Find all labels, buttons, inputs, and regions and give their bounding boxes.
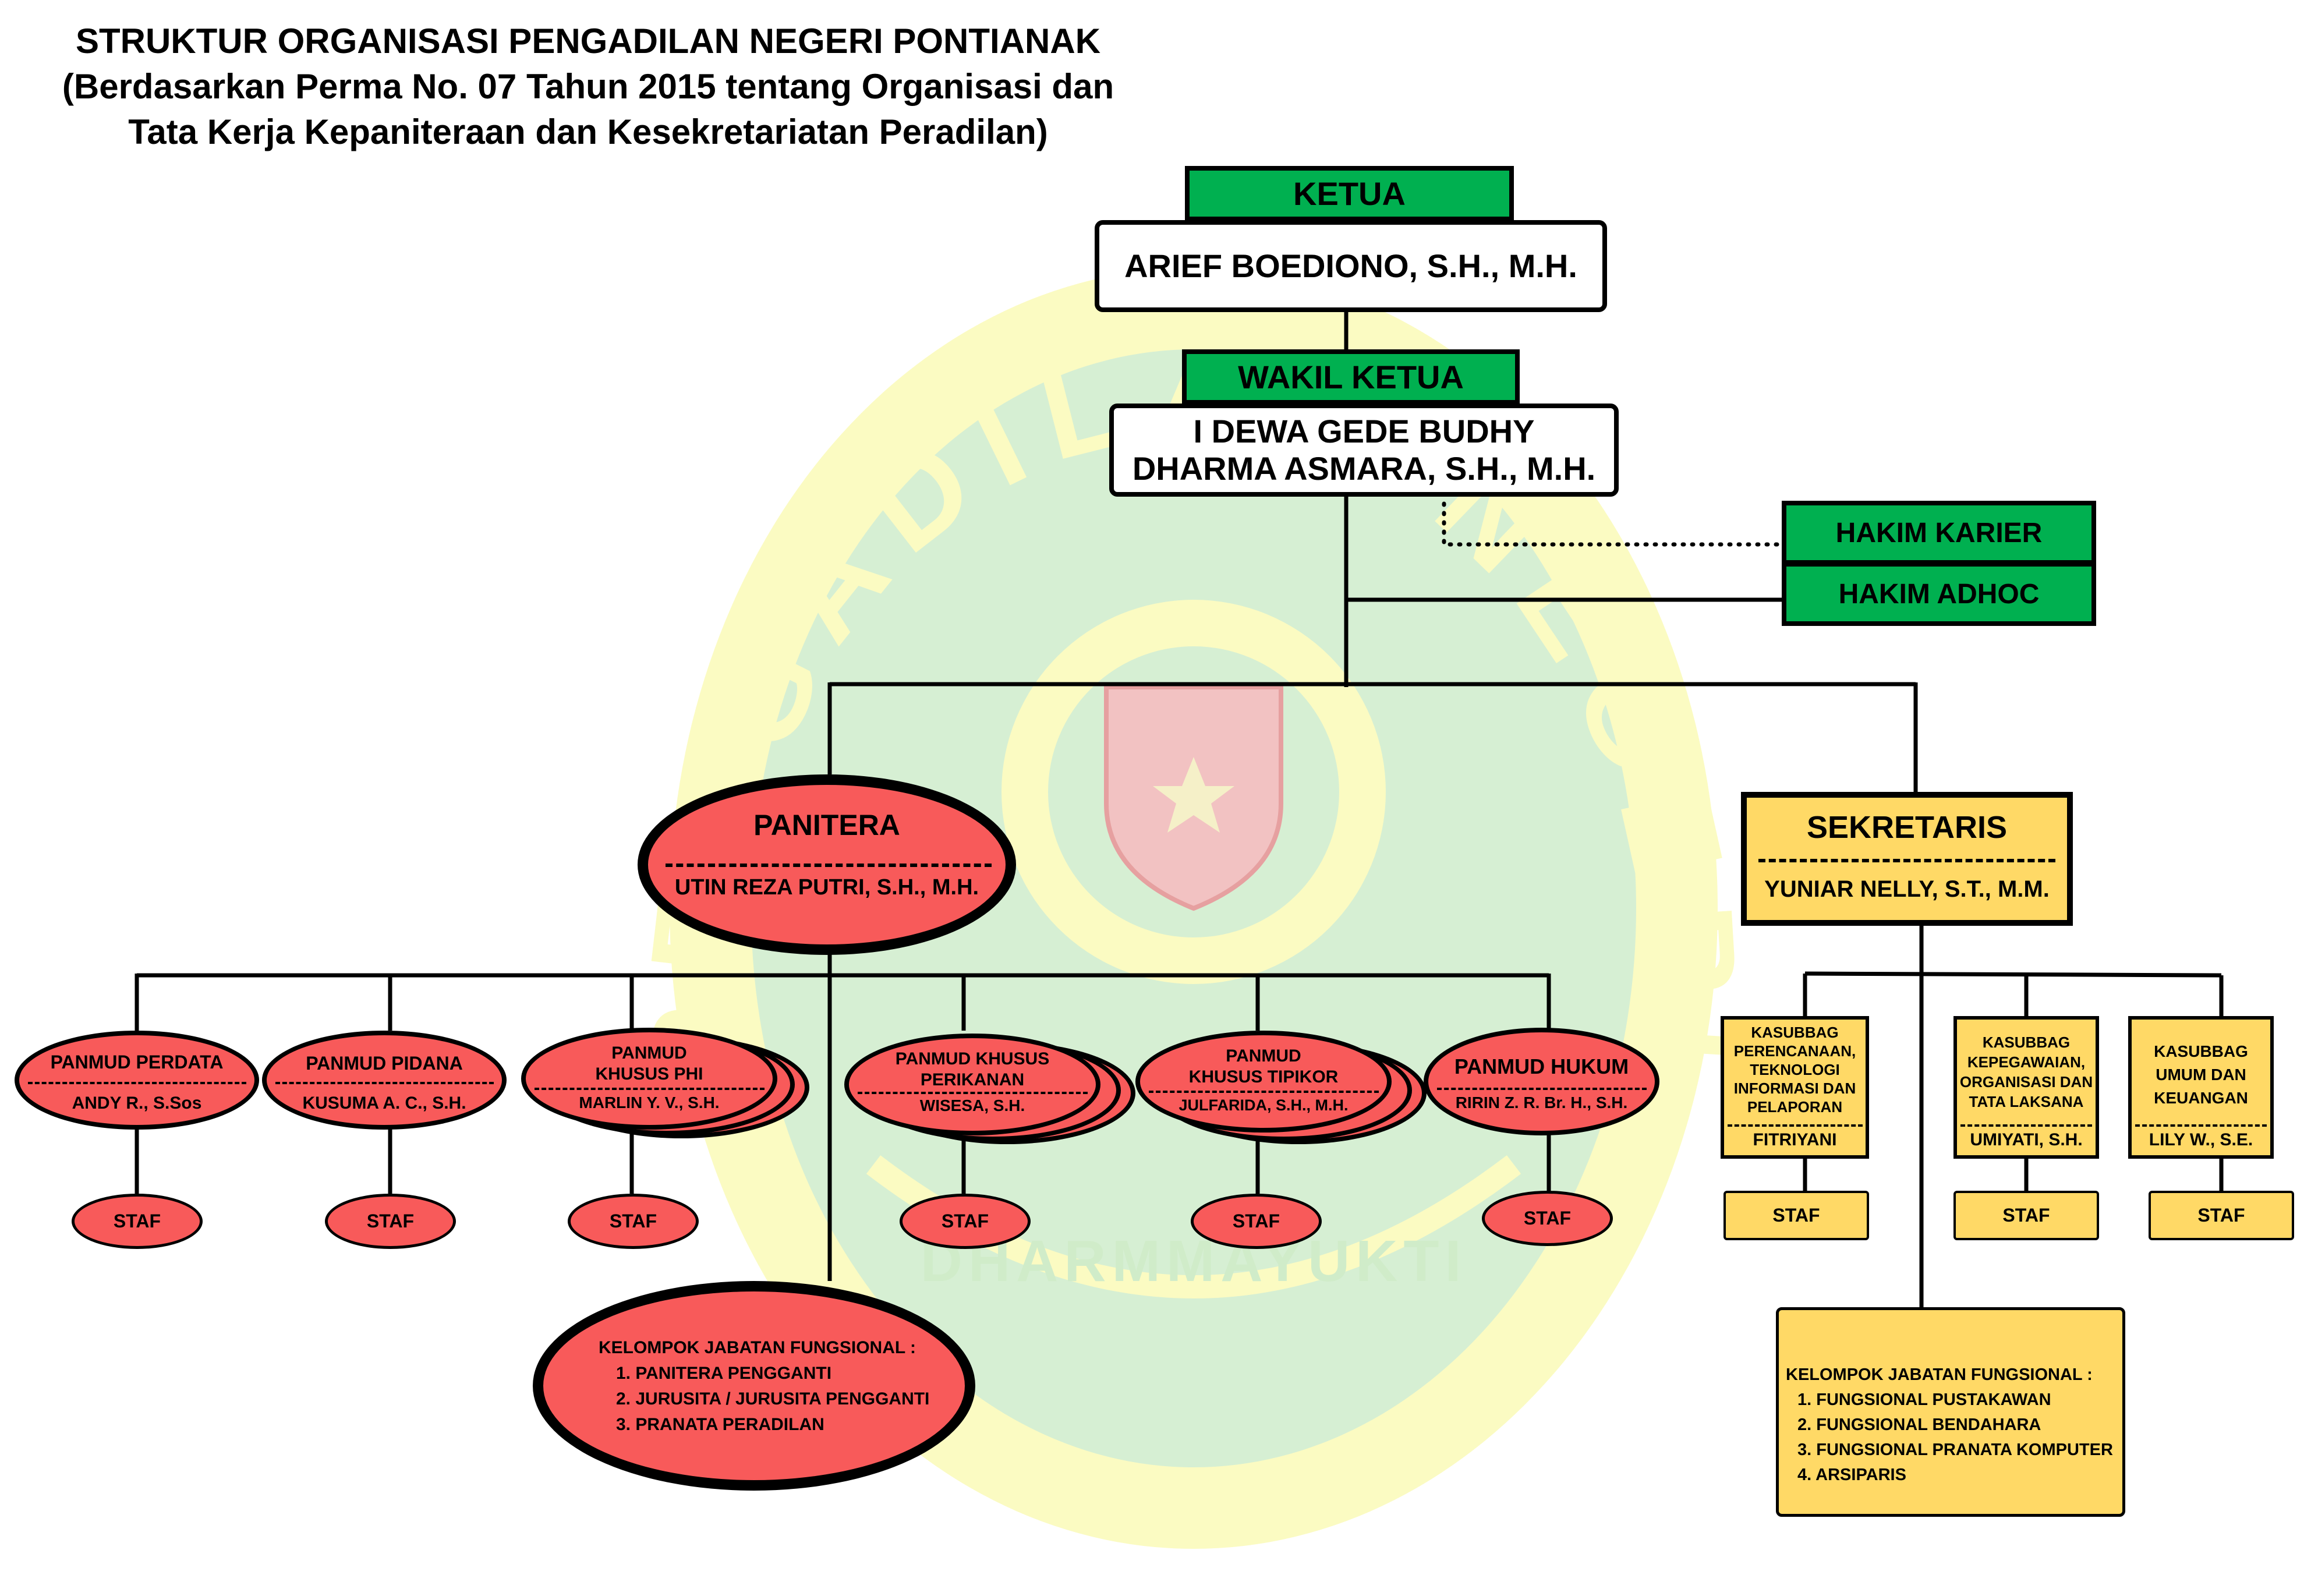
wakil-name-line-2: DHARMA ASMARA, S.H., M.H. (1132, 450, 1596, 487)
hakim-adhoc-box: HAKIM ADHOC (1782, 562, 2096, 626)
panmud-pidana-ellipse: PANMUD PIDANA KUSUMA A. C., S.H. (262, 1031, 507, 1130)
panmud-perdata-ellipse: PANMUD PERDATA ANDY R., S.Sos (15, 1031, 259, 1130)
panmud-perikanan-role-line-1: PANMUD KHUSUS (895, 1049, 1050, 1068)
fungsional-sekretaris-item: 1. FUNGSIONAL PUSTAKAWAN (1797, 1390, 2051, 1409)
wakil-name-box: I DEWA GEDE BUDHY DHARMA ASMARA, S.H., M… (1109, 404, 1619, 497)
staff-perikanan: STAF (900, 1194, 1031, 1249)
panmud-perdata-name: ANDY R., S.Sos (72, 1094, 202, 1113)
panmud-pidana-name: KUSUMA A. C., S.H. (302, 1094, 466, 1113)
fungsional-sekretaris-item: 3. FUNGSIONAL PRANATA KOMPUTER (1797, 1441, 2113, 1459)
staff-perdata: STAF (72, 1194, 203, 1249)
panmud-tipikor-role: PANMUD KHUSUS TIPIKOR (1140, 1046, 1387, 1088)
panmud-phi-divider (535, 1088, 765, 1090)
kasubbag-kepegawaian-box: KASUBBAG KEPEGAWAIAN, ORGANISASI DAN TAT… (1953, 1016, 2099, 1159)
page-title: STRUKTUR ORGANISASI PENGADILAN NEGERI PO… (17, 19, 1159, 155)
kasubbag-umum-line: KASUBBAG (2154, 1042, 2248, 1060)
panmud-phi-role-line-2: KHUSUS PHI (595, 1064, 703, 1084)
kasubbag-kepegawaian-line: KASUBBAG (1982, 1034, 2071, 1051)
panitera-divider (666, 864, 992, 867)
kasubbag-perencanaan-name: FITRIYANI (1753, 1130, 1837, 1149)
staff-phi: STAF (568, 1194, 699, 1249)
panitera-ellipse: PANITERA UTIN REZA PUTRI, S.H., M.H. (638, 774, 1016, 955)
panmud-tipikor-role-line-1: PANMUD (1226, 1046, 1301, 1066)
sekretaris-role: SEKRETARIS (1806, 810, 2008, 845)
kasubbag-umum-box: KASUBBAG UMUM DAN KEUANGAN LILY W., S.E. (2128, 1016, 2274, 1159)
panmud-phi-name: MARLIN Y. V., S.H. (579, 1094, 720, 1112)
sekretaris-divider (1758, 859, 2055, 862)
panmud-perikanan-divider (858, 1092, 1088, 1094)
sekretaris-box: SEKRETARIS YUNIAR NELLY, S.T., M.M. (1741, 792, 2073, 926)
staff-kepegawaian: STAF (1953, 1191, 2099, 1240)
panmud-perikanan-role: PANMUD KHUSUS PERIKANAN (849, 1049, 1096, 1091)
kasubbag-kepegawaian-line: ORGANISASI DAN (1959, 1073, 2093, 1091)
panmud-tipikor-role-line-2: KHUSUS TIPIKOR (1188, 1067, 1339, 1087)
staff-pidana: STAF (325, 1194, 456, 1249)
title-line-2: (Berdasarkan Perma No. 07 Tahun 2015 ten… (62, 67, 1114, 106)
kasubbag-perencanaan-line: INFORMASI DAN (1733, 1080, 1856, 1097)
kasubbag-kepegawaian-name: UMIYATI, S.H. (1970, 1130, 2083, 1149)
panmud-tipikor-ellipse: PANMUD KHUSUS TIPIKOR JULFARIDA, S.H., M… (1135, 1031, 1392, 1133)
panmud-perikanan-role-line-2: PERIKANAN (920, 1070, 1025, 1089)
panmud-perdata-role: PANMUD PERDATA (50, 1052, 224, 1073)
panmud-phi-role: PANMUD KHUSUS PHI (526, 1043, 773, 1085)
panmud-perikanan-name: WISESA, S.H. (919, 1096, 1025, 1114)
kasubbag-perencanaan-line: KASUBBAG (1751, 1024, 1839, 1041)
fungsional-panitera-ellipse: KELOMPOK JABATAN FUNGSIONAL : 1. PANITER… (533, 1281, 975, 1491)
hakim-karier-box: HAKIM KARIER (1782, 501, 2096, 565)
title-line-3: Tata Kerja Kepaniteraan dan Kesekretaria… (128, 112, 1048, 151)
fungsional-sekretaris-heading: KELOMPOK JABATAN FUNGSIONAL : (1786, 1365, 2093, 1384)
fungsional-panitera-list: KELOMPOK JABATAN FUNGSIONAL : 1. PANITER… (599, 1335, 948, 1438)
fungsional-sekretaris-list: KELOMPOK JABATAN FUNGSIONAL : 1. FUNGSIO… (1786, 1363, 2124, 1488)
ketua-name-box: ARIEF BOEDIONO, S.H., M.H. (1095, 220, 1607, 312)
panitera-role: PANITERA (753, 809, 900, 841)
kasubbag-perencanaan-line: PELAPORAN (1747, 1098, 1843, 1116)
kasubbag-umum-line: UMUM DAN (2156, 1066, 2246, 1084)
kasubbag-perencanaan-divider (1728, 1124, 1863, 1127)
kasubbag-kepegawaian-line: TATA LAKSANA (1969, 1093, 2084, 1110)
title-line-1: STRUKTUR ORGANISASI PENGADILAN NEGERI PO… (75, 22, 1101, 61)
fungsional-sekretaris-item: 2. FUNGSIONAL BENDAHARA (1797, 1415, 2041, 1434)
kasubbag-umum-line: KEUANGAN (2154, 1089, 2248, 1107)
panmud-hukum-divider (1437, 1088, 1647, 1090)
kasubbag-perencanaan-box: KASUBBAG PERENCANAAN, TEKNOLOGI INFORMAS… (1721, 1016, 1869, 1159)
panmud-perikanan-ellipse: PANMUD KHUSUS PERIKANAN WISESA, S.H. (844, 1034, 1100, 1135)
panmud-phi-ellipse: PANMUD KHUSUS PHI MARLIN Y. V., S.H. (521, 1028, 777, 1130)
kasubbag-umum-divider (2135, 1124, 2267, 1127)
kasubbag-perencanaan-role: KASUBBAG PERENCANAAN, TEKNOLOGI INFORMAS… (1724, 1023, 1866, 1116)
ketua-role-box: KETUA (1185, 166, 1514, 221)
kasubbag-umum-role: KASUBBAG UMUM DAN KEUANGAN (2132, 1040, 2270, 1110)
sekretaris-name: YUNIAR NELLY, S.T., M.M. (1764, 876, 2050, 902)
panmud-phi-role-line-1: PANMUD (611, 1043, 687, 1063)
fungsional-panitera-item: 3. PRANATA PERADILAN (616, 1415, 824, 1434)
kasubbag-perencanaan-line: TEKNOLOGI (1750, 1061, 1840, 1078)
fungsional-sekretaris-item: 4. ARSIPARIS (1797, 1466, 1906, 1484)
panmud-pidana-role: PANMUD PIDANA (306, 1053, 463, 1074)
staff-umum: STAF (2149, 1191, 2294, 1240)
wakil-name-line-1: I DEWA GEDE BUDHY (1193, 413, 1535, 450)
staff-tipikor: STAF (1191, 1194, 1322, 1249)
kasubbag-umum-name: LILY W., S.E. (2149, 1130, 2253, 1149)
kasubbag-kepegawaian-divider (1960, 1124, 2092, 1127)
kasubbag-kepegawaian-line: KEPEGAWAIAN, (1967, 1053, 2086, 1071)
panmud-pidana-divider (275, 1082, 494, 1084)
fungsional-sekretaris-box: KELOMPOK JABATAN FUNGSIONAL : 1. FUNGSIO… (1776, 1307, 2125, 1517)
staff-perencanaan: STAF (1723, 1191, 1869, 1240)
panmud-tipikor-divider (1149, 1091, 1379, 1093)
panitera-name: UTIN REZA PUTRI, S.H., M.H. (674, 875, 979, 900)
fungsional-panitera-item: 2. JURUSITA / JURUSITA PENGGANTI (616, 1389, 930, 1409)
wakil-role-box: WAKIL KETUA (1182, 349, 1520, 405)
panmud-tipikor-name: JULFARIDA, S.H., M.H. (1178, 1096, 1349, 1114)
kasubbag-kepegawaian-role: KASUBBAG KEPEGAWAIAN, ORGANISASI DAN TAT… (1957, 1032, 2096, 1112)
panmud-hukum-ellipse: PANMUD HUKUM RIRIN Z. R. Br. H., S.H. (1424, 1028, 1659, 1135)
fungsional-panitera-heading: KELOMPOK JABATAN FUNGSIONAL : (599, 1338, 916, 1357)
fungsional-panitera-item: 1. PANITERA PENGGANTI (616, 1364, 832, 1383)
panmud-hukum-name: RIRIN Z. R. Br. H., S.H. (1455, 1094, 1628, 1112)
staff-hukum: STAF (1482, 1191, 1613, 1246)
kasubbag-perencanaan-line: PERENCANAAN, (1733, 1042, 1856, 1060)
panmud-hukum-role: PANMUD HUKUM (1454, 1054, 1629, 1078)
panmud-perdata-divider (28, 1082, 246, 1084)
